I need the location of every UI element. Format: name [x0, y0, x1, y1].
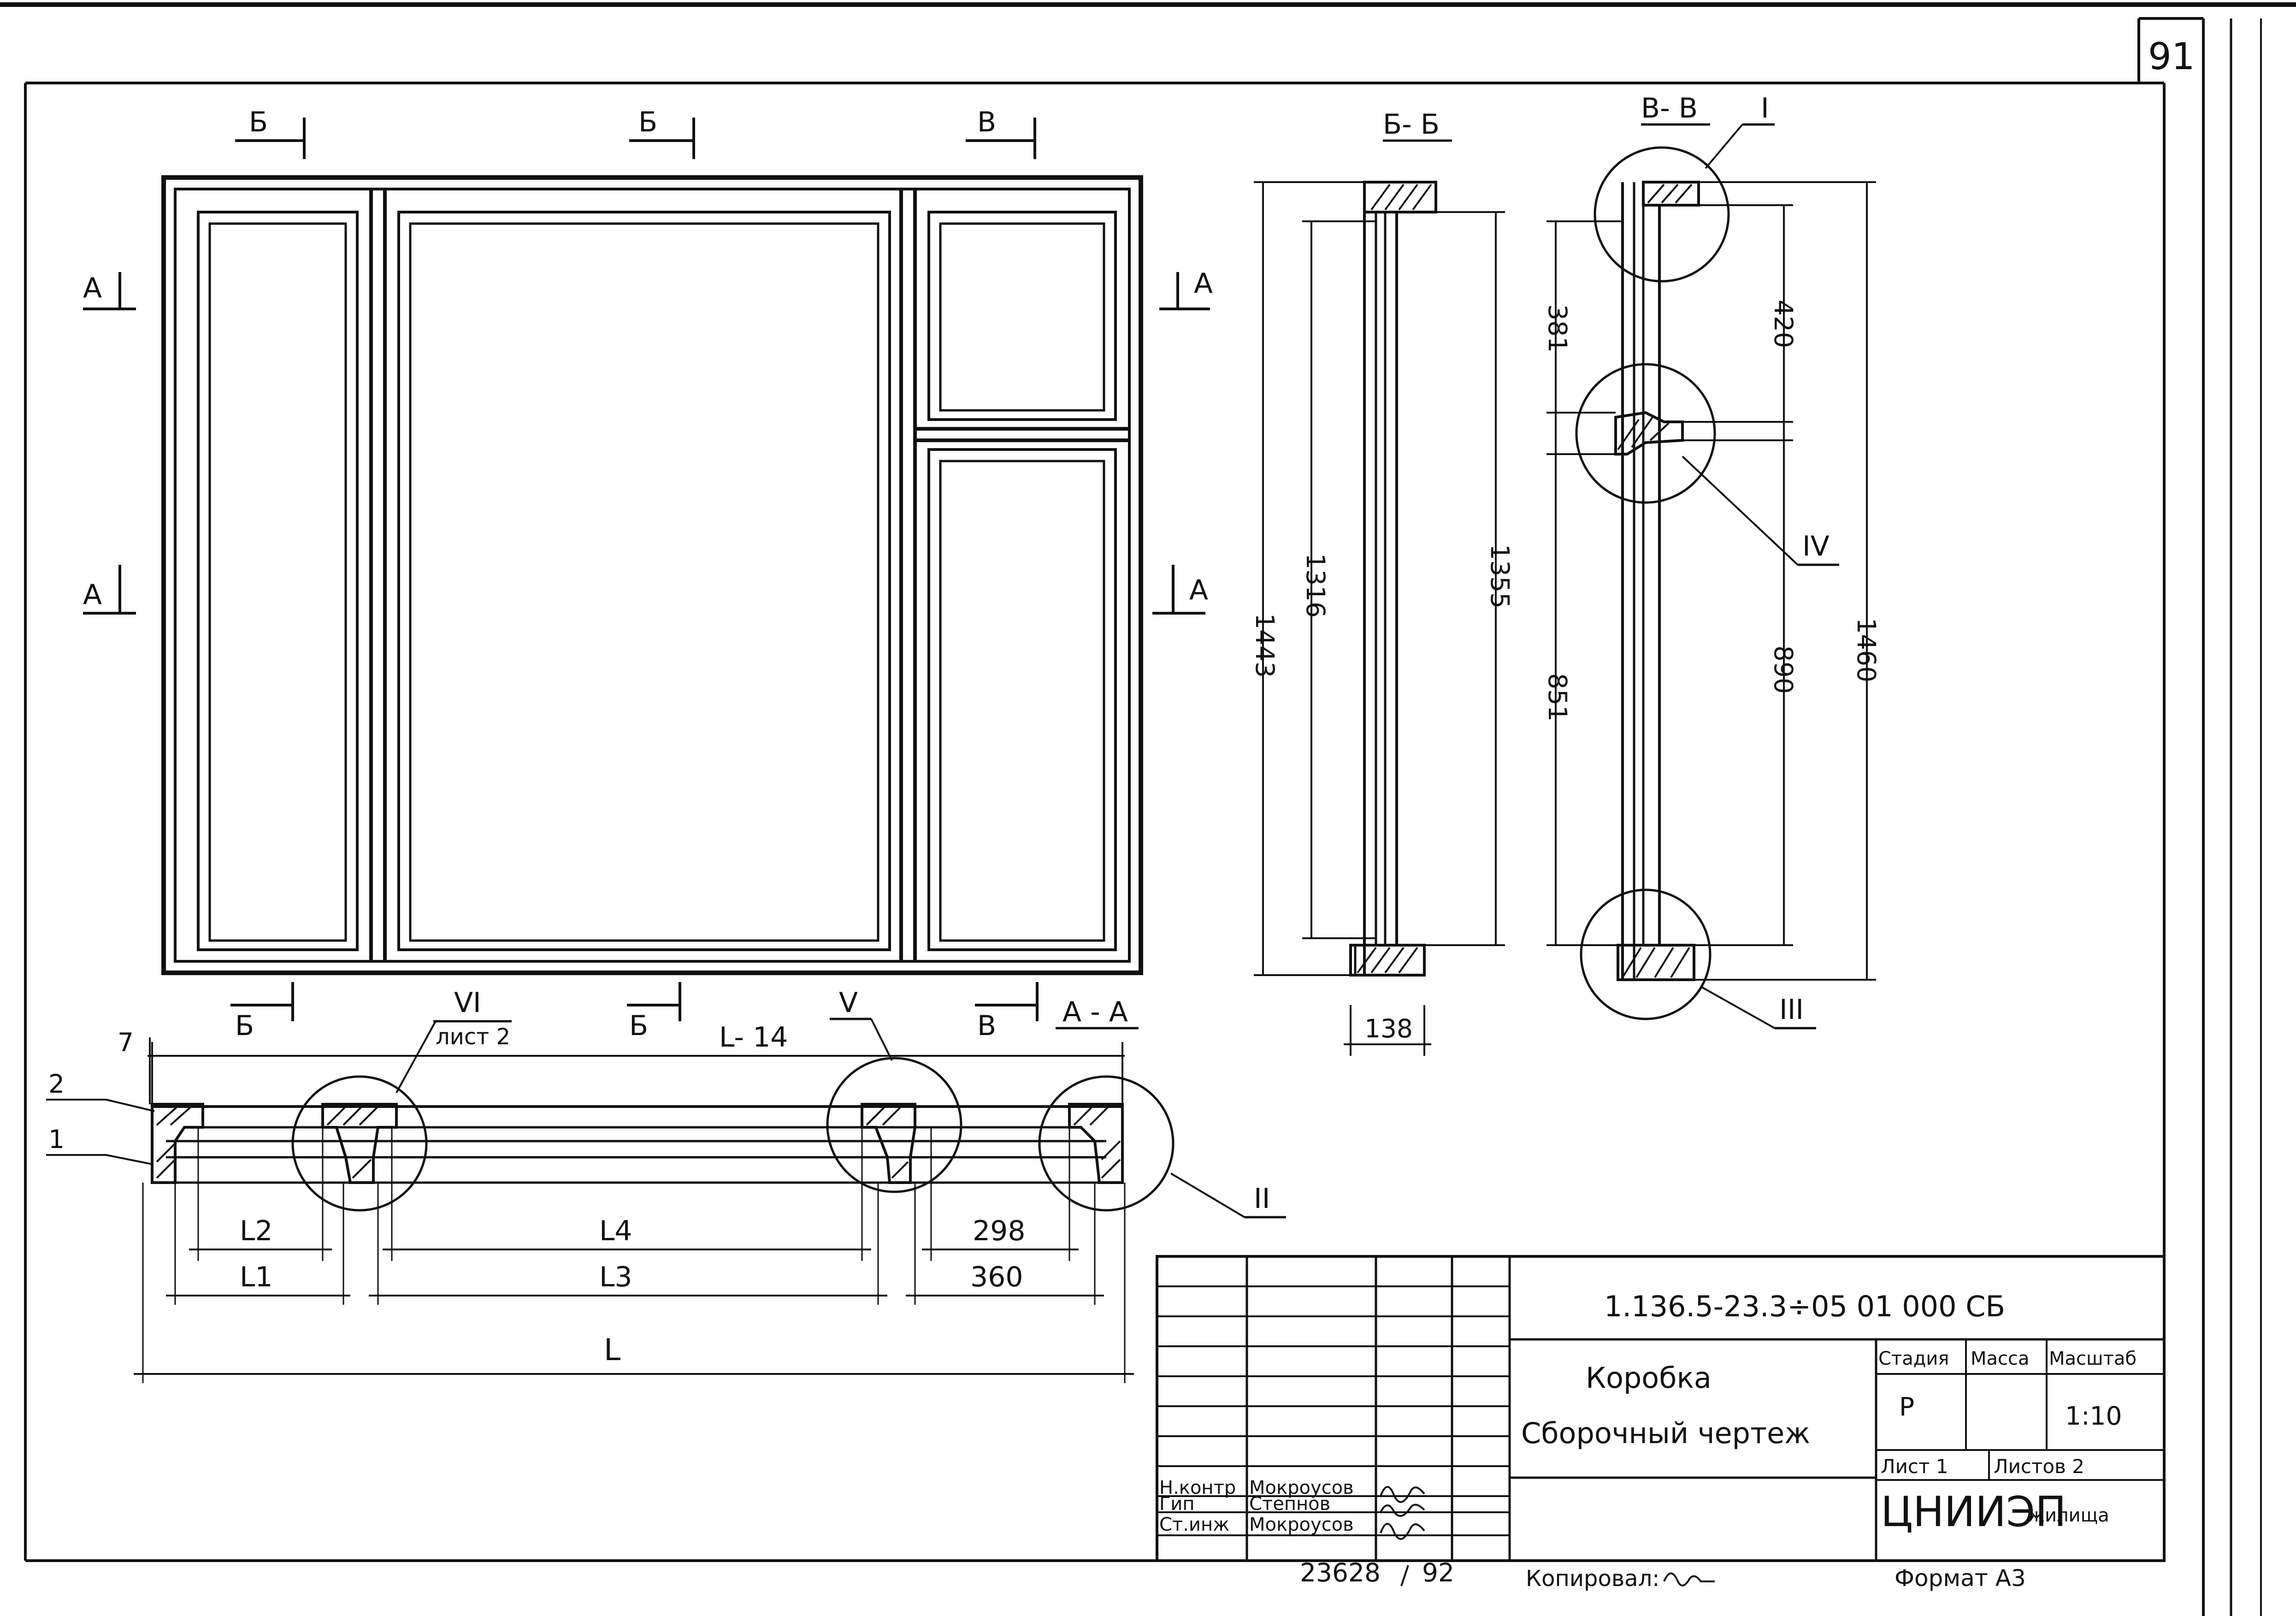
section-aa-title: А - А [1062, 996, 1128, 1028]
callout-IV: IV [1802, 530, 1830, 562]
section-marks: Б Б В А А А А Б Б В [83, 106, 1213, 1042]
callout-I: I [1761, 92, 1769, 124]
dim-vv-lower-left: 851 [1543, 673, 1572, 722]
dim-bb-overall: 1443 [1250, 613, 1280, 678]
section-mark-b-bottom-left: Б [235, 1010, 254, 1042]
section-mark-a-right-upper: А [1194, 267, 1213, 300]
dim-aa-top: L- 14 [719, 1021, 788, 1054]
dim-bb-depth: 138 [1364, 1014, 1413, 1043]
section-vv-title: В- В [1641, 92, 1698, 124]
position-7: 7 [118, 1028, 134, 1057]
stage-value: Р [1899, 1392, 1914, 1421]
copied-by-signature [1663, 1572, 1715, 1586]
sheets-label: Листов 2 [1994, 1455, 2084, 1478]
section-mark-v-bottom-right: В [977, 1010, 996, 1042]
title-block: 1.136.5-23.3÷05 01 000 СБ Коробка Сбороч… [1156, 1255, 2166, 1562]
callout-II: II [1254, 1183, 1270, 1215]
handwritten-signatures [1380, 1486, 1425, 1540]
drawing-name-line2: Сборочный чертеж [1521, 1416, 1810, 1450]
dim-298: 298 [973, 1215, 1026, 1247]
header-stage: Стадия [1878, 1348, 1949, 1369]
signature-name-1: Мокроусов [1249, 1477, 1354, 1498]
callout-VI-ref: лист 2 [436, 1024, 510, 1050]
callout-III: III [1779, 994, 1804, 1026]
section-mark-a-right-lower: А [1189, 574, 1208, 606]
position-2: 2 [48, 1069, 65, 1099]
signature-role-2: Гип [1159, 1493, 1195, 1515]
header-mass: Масса [1971, 1348, 2030, 1369]
dim-bb-right: 1355 [1485, 544, 1515, 609]
section-mark-b-top-left: Б [249, 106, 268, 138]
dim-360: 360 [970, 1261, 1023, 1293]
dim-vv-overall: 1460 [1852, 618, 1881, 682]
dim-L1: L1 [240, 1261, 273, 1293]
signature-role-1: Н.контр [1159, 1477, 1236, 1498]
aa-profiles [151, 1103, 1124, 1184]
header-scale: Масштаб [2049, 1348, 2137, 1369]
dim-L: L [604, 1333, 620, 1367]
dim-vv-upper-right: 420 [1769, 300, 1798, 348]
page-number: 91 [2148, 35, 2195, 78]
callout-VI: VI [454, 987, 481, 1019]
dim-L4: L4 [599, 1215, 632, 1247]
section-vv: В- В I IV III [1543, 92, 1881, 1030]
format-label: Формат А3 [1895, 1565, 2026, 1592]
dim-vv-upper-left: 381 [1543, 304, 1572, 353]
drawing-designation: 1.136.5-23.3÷05 01 000 СБ [1604, 1290, 2005, 1323]
copied-by-label: Копировал: [1526, 1566, 1659, 1592]
dim-bb-inner: 1316 [1301, 553, 1330, 618]
drawing-name-line1: Коробка [1586, 1361, 1712, 1395]
section-mark-b-top-mid: Б [638, 106, 657, 138]
copy-number: 23628 [1300, 1558, 1381, 1587]
section-bb-title: Б- Б [1383, 108, 1440, 141]
section-aa: А - А L- 14 [46, 987, 1286, 1383]
front-view [161, 175, 1143, 975]
section-mark-b-bottom-mid: Б [629, 1010, 648, 1042]
section-mark-a-left-upper: А [83, 272, 102, 304]
section-bb: Б- Б 1443 1316 1355 138 [1250, 108, 1515, 1056]
sheet-label: Лист 1 [1881, 1455, 1948, 1478]
signature-role-3: Ст.инж [1159, 1514, 1229, 1535]
section-mark-v-top-right: В [977, 106, 996, 138]
dim-L3: L3 [599, 1261, 632, 1293]
scale-value: 1:10 [2065, 1401, 2122, 1431]
signature-name-3: Мокроусов [1249, 1514, 1354, 1535]
callout-V: V [839, 987, 858, 1019]
position-1: 1 [48, 1125, 65, 1154]
organization-sub: жилища [2028, 1505, 2109, 1526]
section-mark-a-left-lower: А [83, 579, 102, 611]
copy-suffix: 92 [1422, 1558, 1454, 1587]
signature-name-2: Степнов [1249, 1493, 1330, 1515]
organization: ЦНИИЭП [1881, 1488, 2066, 1536]
dim-vv-lower-right: 890 [1769, 645, 1798, 694]
dim-L2: L2 [240, 1215, 273, 1247]
